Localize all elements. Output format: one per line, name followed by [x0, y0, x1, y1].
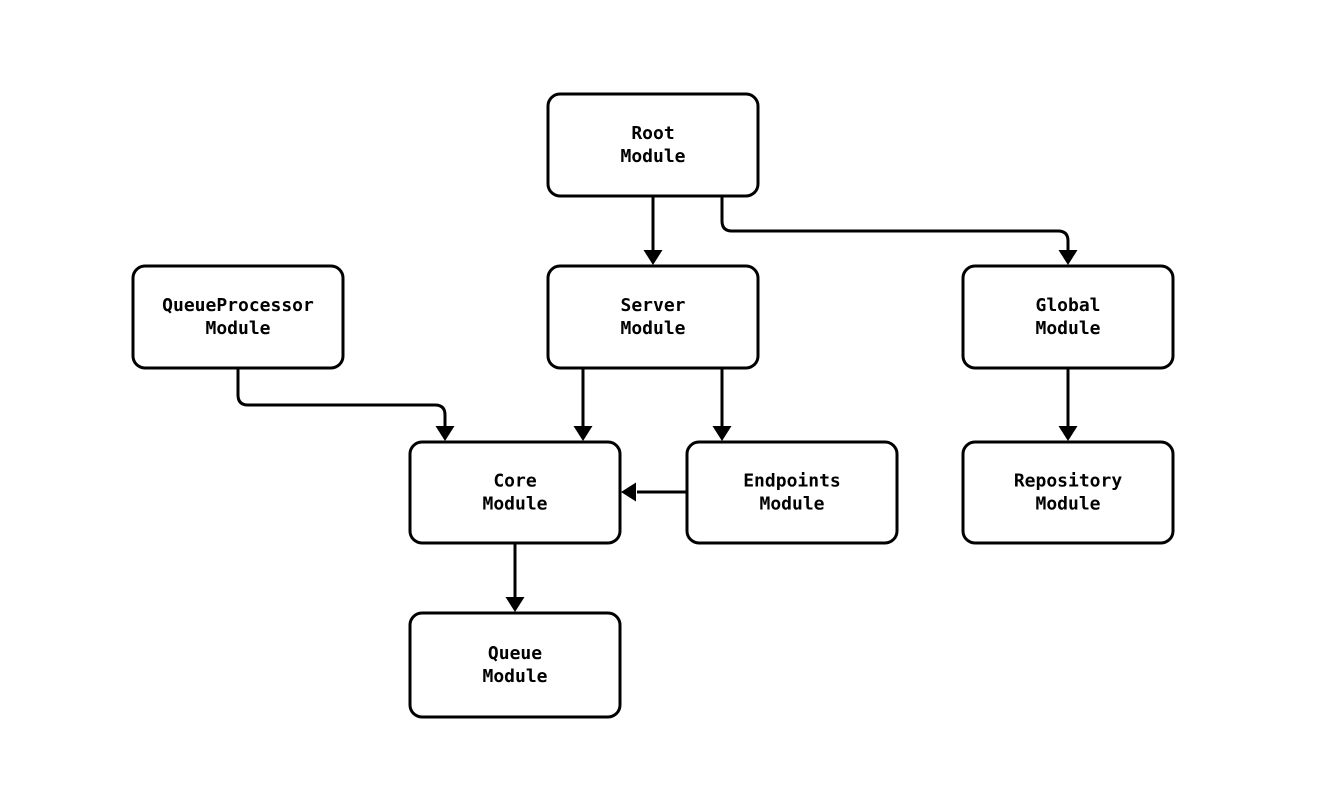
- node-box[interactable]: [961, 264, 1175, 370]
- node-label-line2: Module: [759, 494, 824, 515]
- node-server[interactable]: ServerModuleServer Module: [546, 264, 760, 370]
- arrowhead-icon: [573, 426, 593, 441]
- node-label-line1: Server: [620, 295, 685, 316]
- node-label-line1: Global: [1035, 295, 1100, 316]
- node-label-line2: Module: [205, 318, 270, 339]
- arrowhead-icon: [712, 426, 732, 441]
- edge-line: [236, 368, 447, 426]
- arrowhead-icon: [435, 426, 455, 441]
- edge-core-to-queue: Core Module depends on Queue Module: [505, 543, 525, 612]
- node-root[interactable]: RootModuleRoot Module: [546, 92, 760, 198]
- node-label-line1: Root: [631, 123, 674, 144]
- node-box[interactable]: [408, 440, 622, 545]
- node-endpoints[interactable]: EndpointsModuleEndpoints Module: [685, 440, 899, 545]
- node-label-line1: Endpoints: [743, 471, 841, 492]
- node-queueprocessor[interactable]: QueueProcessorModuleQueueProcessor Modul…: [131, 264, 345, 370]
- edge-queueprocessor-to-core: QueueProcessor Module depends on Core Mo…: [236, 368, 455, 441]
- edge-server-to-core: Server Module depends on Core Module: [573, 368, 593, 441]
- arrowhead-icon: [621, 482, 636, 502]
- edge-root-to-server: Root Module depends on Server Module: [643, 196, 663, 265]
- node-global[interactable]: GlobalModuleGlobal Module: [961, 264, 1175, 370]
- edge-server-to-endpoints: Server Module depends on Endpoints Modul…: [712, 368, 732, 441]
- edge-line: [720, 196, 1070, 250]
- edges-layer: Root Module depends on Server Module Root…: [236, 196, 1078, 612]
- node-queue[interactable]: QueueModuleQueue Module: [408, 611, 622, 719]
- edge-root-to-global: Root Module depends on Global Module: [720, 196, 1078, 265]
- node-box[interactable]: [961, 440, 1175, 545]
- node-label-line1: QueueProcessor: [162, 295, 314, 316]
- node-label-line2: Module: [620, 146, 685, 167]
- node-label-line2: Module: [1035, 318, 1100, 339]
- node-repository[interactable]: RepositoryModuleRepository Module: [961, 440, 1175, 545]
- node-label-line2: Module: [482, 494, 547, 515]
- node-label-line1: Queue: [488, 643, 542, 664]
- node-label-line1: Repository: [1014, 471, 1123, 492]
- node-label-line2: Module: [1035, 494, 1100, 515]
- arrowhead-icon: [1058, 426, 1078, 441]
- arrowhead-icon: [505, 597, 525, 612]
- arrowhead-icon: [643, 250, 663, 265]
- nodes-layer: RootModuleRoot ModuleQueueProcessorModul…: [131, 92, 1175, 719]
- node-box[interactable]: [546, 264, 760, 370]
- node-core[interactable]: CoreModuleCore Module: [408, 440, 622, 545]
- node-box[interactable]: [546, 92, 760, 198]
- node-box[interactable]: [408, 611, 622, 719]
- arrowhead-icon: [1058, 250, 1078, 265]
- node-label-line2: Module: [482, 666, 547, 687]
- node-box[interactable]: [685, 440, 899, 545]
- node-label-line1: Core: [493, 471, 537, 492]
- edge-endpoints-to-core: Endpoints Module depends on Core Module: [621, 482, 687, 502]
- node-label-line2: Module: [620, 318, 685, 339]
- node-box[interactable]: [131, 264, 345, 370]
- edge-global-to-repository: Global Module depends on Repository Modu…: [1058, 368, 1078, 441]
